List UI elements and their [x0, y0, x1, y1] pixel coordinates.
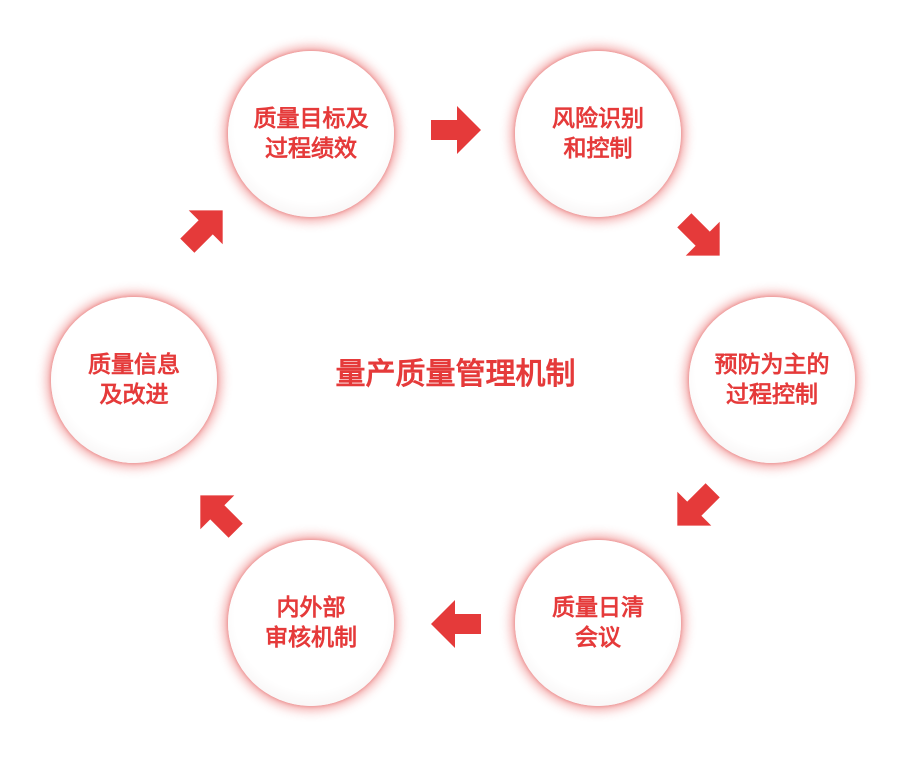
- node-info-improvement: 质量信息 及改进: [51, 297, 217, 463]
- node-label-line: 和控制: [563, 136, 633, 162]
- arrow-down-left-icon: [668, 481, 722, 535]
- node-label-line: 过程控制: [726, 382, 818, 408]
- node-label-line: 内外部: [276, 595, 346, 621]
- node-audit: 内外部 审核机制: [228, 540, 394, 706]
- arrow-right-icon: [429, 103, 483, 157]
- node-label-line: 质量日清: [552, 595, 644, 621]
- node-risk-control: 风险识别 和控制: [515, 51, 681, 217]
- node-label-line: 风险识别: [552, 106, 644, 132]
- node-label-line: 及改进: [99, 382, 169, 408]
- diagram-title: 量产质量管理机制: [335, 357, 576, 392]
- arrow-up-left-icon: [191, 486, 245, 540]
- node-prevention-control: 预防为主的 过程控制: [689, 297, 855, 463]
- node-label-line: 质量目标及: [253, 106, 369, 132]
- node-label-line: 预防为主的: [714, 352, 830, 378]
- node-label-line: 质量信息: [88, 352, 180, 378]
- node-label-line: 过程绩效: [265, 136, 357, 162]
- arrow-left-icon: [429, 597, 483, 651]
- node-label-line: 审核机制: [265, 625, 357, 651]
- arrow-up-right-icon: [178, 201, 232, 255]
- node-daily-meeting: 质量日清 会议: [515, 540, 681, 706]
- node-label-line: 会议: [575, 625, 621, 651]
- arrow-down-right-icon: [675, 211, 729, 265]
- node-quality-goals: 质量目标及 过程绩效: [228, 51, 394, 217]
